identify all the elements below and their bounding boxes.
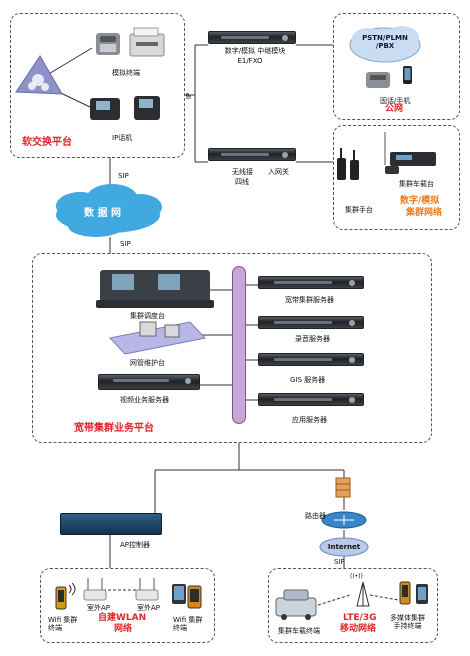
phone-mobile-label: 固话/手机 — [380, 97, 411, 105]
recording-server-label: 录音服务器 — [295, 335, 330, 343]
nms-console-label: 网管维护台 — [130, 359, 165, 367]
video-server-device — [98, 374, 200, 390]
trunk-network-label-1: 数字/模拟 — [400, 196, 440, 206]
broadband-server-device — [258, 276, 364, 289]
platform-bus — [232, 266, 246, 424]
wlan-label-2: 网络 — [114, 624, 133, 634]
platform-title: 宽带集群业务平台 — [74, 423, 154, 434]
dispatch-console-label: 集群调度台 — [130, 312, 165, 320]
ap-controller-device — [60, 513, 162, 535]
app-server-label: 应用服务器 — [292, 416, 327, 424]
recording-server-device — [258, 316, 364, 329]
softswitch-platform-box — [10, 13, 185, 158]
trunk-module-label-1: 数字/模拟 中继模块 — [224, 47, 286, 55]
wireless-gateway-device — [208, 148, 296, 161]
video-server-label: 视频业务服务器 — [120, 396, 169, 404]
trunk-network-label-2: 集群网络 — [406, 208, 443, 218]
sip-top-label: SIP — [118, 172, 129, 180]
bottom-sip-label: SIP — [334, 558, 345, 566]
lte-label-2: 移动网络 — [340, 624, 377, 634]
analog-terminal-label: 模拟终端 — [112, 69, 140, 77]
wifi-terminal-right-label: Wifi 集群 终端 — [173, 616, 203, 632]
public-network-label: 公网 — [385, 104, 404, 114]
ap-controller-label: AP控制器 — [120, 541, 151, 549]
outdoor-ap-2-label: 室外AP — [137, 604, 161, 612]
vehicle-terminal-label: 集群车载终端 — [278, 627, 320, 635]
wireless-gateway-label-2: 四线 — [235, 178, 249, 186]
wlan-label-1: 自建WLAN — [98, 613, 147, 623]
app-server-device — [258, 393, 364, 406]
sip-bottom-label: SIP — [120, 240, 131, 248]
outdoor-ap-1-label: 室外AP — [87, 604, 111, 612]
wireless-gateway-label-1: 无线接 — [232, 168, 253, 176]
wifi-terminal-left-label: Wifi 集群 终端 — [48, 616, 78, 632]
wireless-gateway-label-1b: 入网关 — [268, 168, 289, 176]
multimedia-terminal-label: 多媒体集群 手持终端 — [390, 614, 425, 630]
trunk-handset-label: 集群手台 — [345, 206, 373, 214]
public-network-box — [333, 13, 460, 120]
lte-box — [268, 568, 438, 643]
data-network-label: 数 据 网 — [84, 208, 121, 219]
pstn-cloud-label: PSTN/PLMN /PBX — [362, 34, 408, 50]
broadband-server-label: 宽带集群服务器 — [285, 296, 334, 304]
broadband-platform-box — [32, 253, 432, 443]
trunk-module-device — [208, 31, 296, 44]
wlan-box — [40, 568, 215, 643]
trunk-vehicle-label: 集群车载台 — [399, 180, 434, 188]
router-label: 路由器 — [305, 512, 326, 520]
softswitch-title: 软交换平台 — [22, 137, 72, 148]
ip-phone-label: IP话机 — [112, 134, 133, 142]
signal-label: ((•)) — [350, 573, 363, 580]
gis-server-device — [258, 353, 364, 366]
trunk-network-box — [333, 125, 460, 230]
internet-label: Internet — [327, 543, 361, 551]
lte-label-1: LTE/3G — [343, 613, 377, 623]
trunk-module-label-2: E1/FXO — [237, 57, 263, 65]
gis-server-label: GIS 服务器 — [290, 376, 326, 384]
